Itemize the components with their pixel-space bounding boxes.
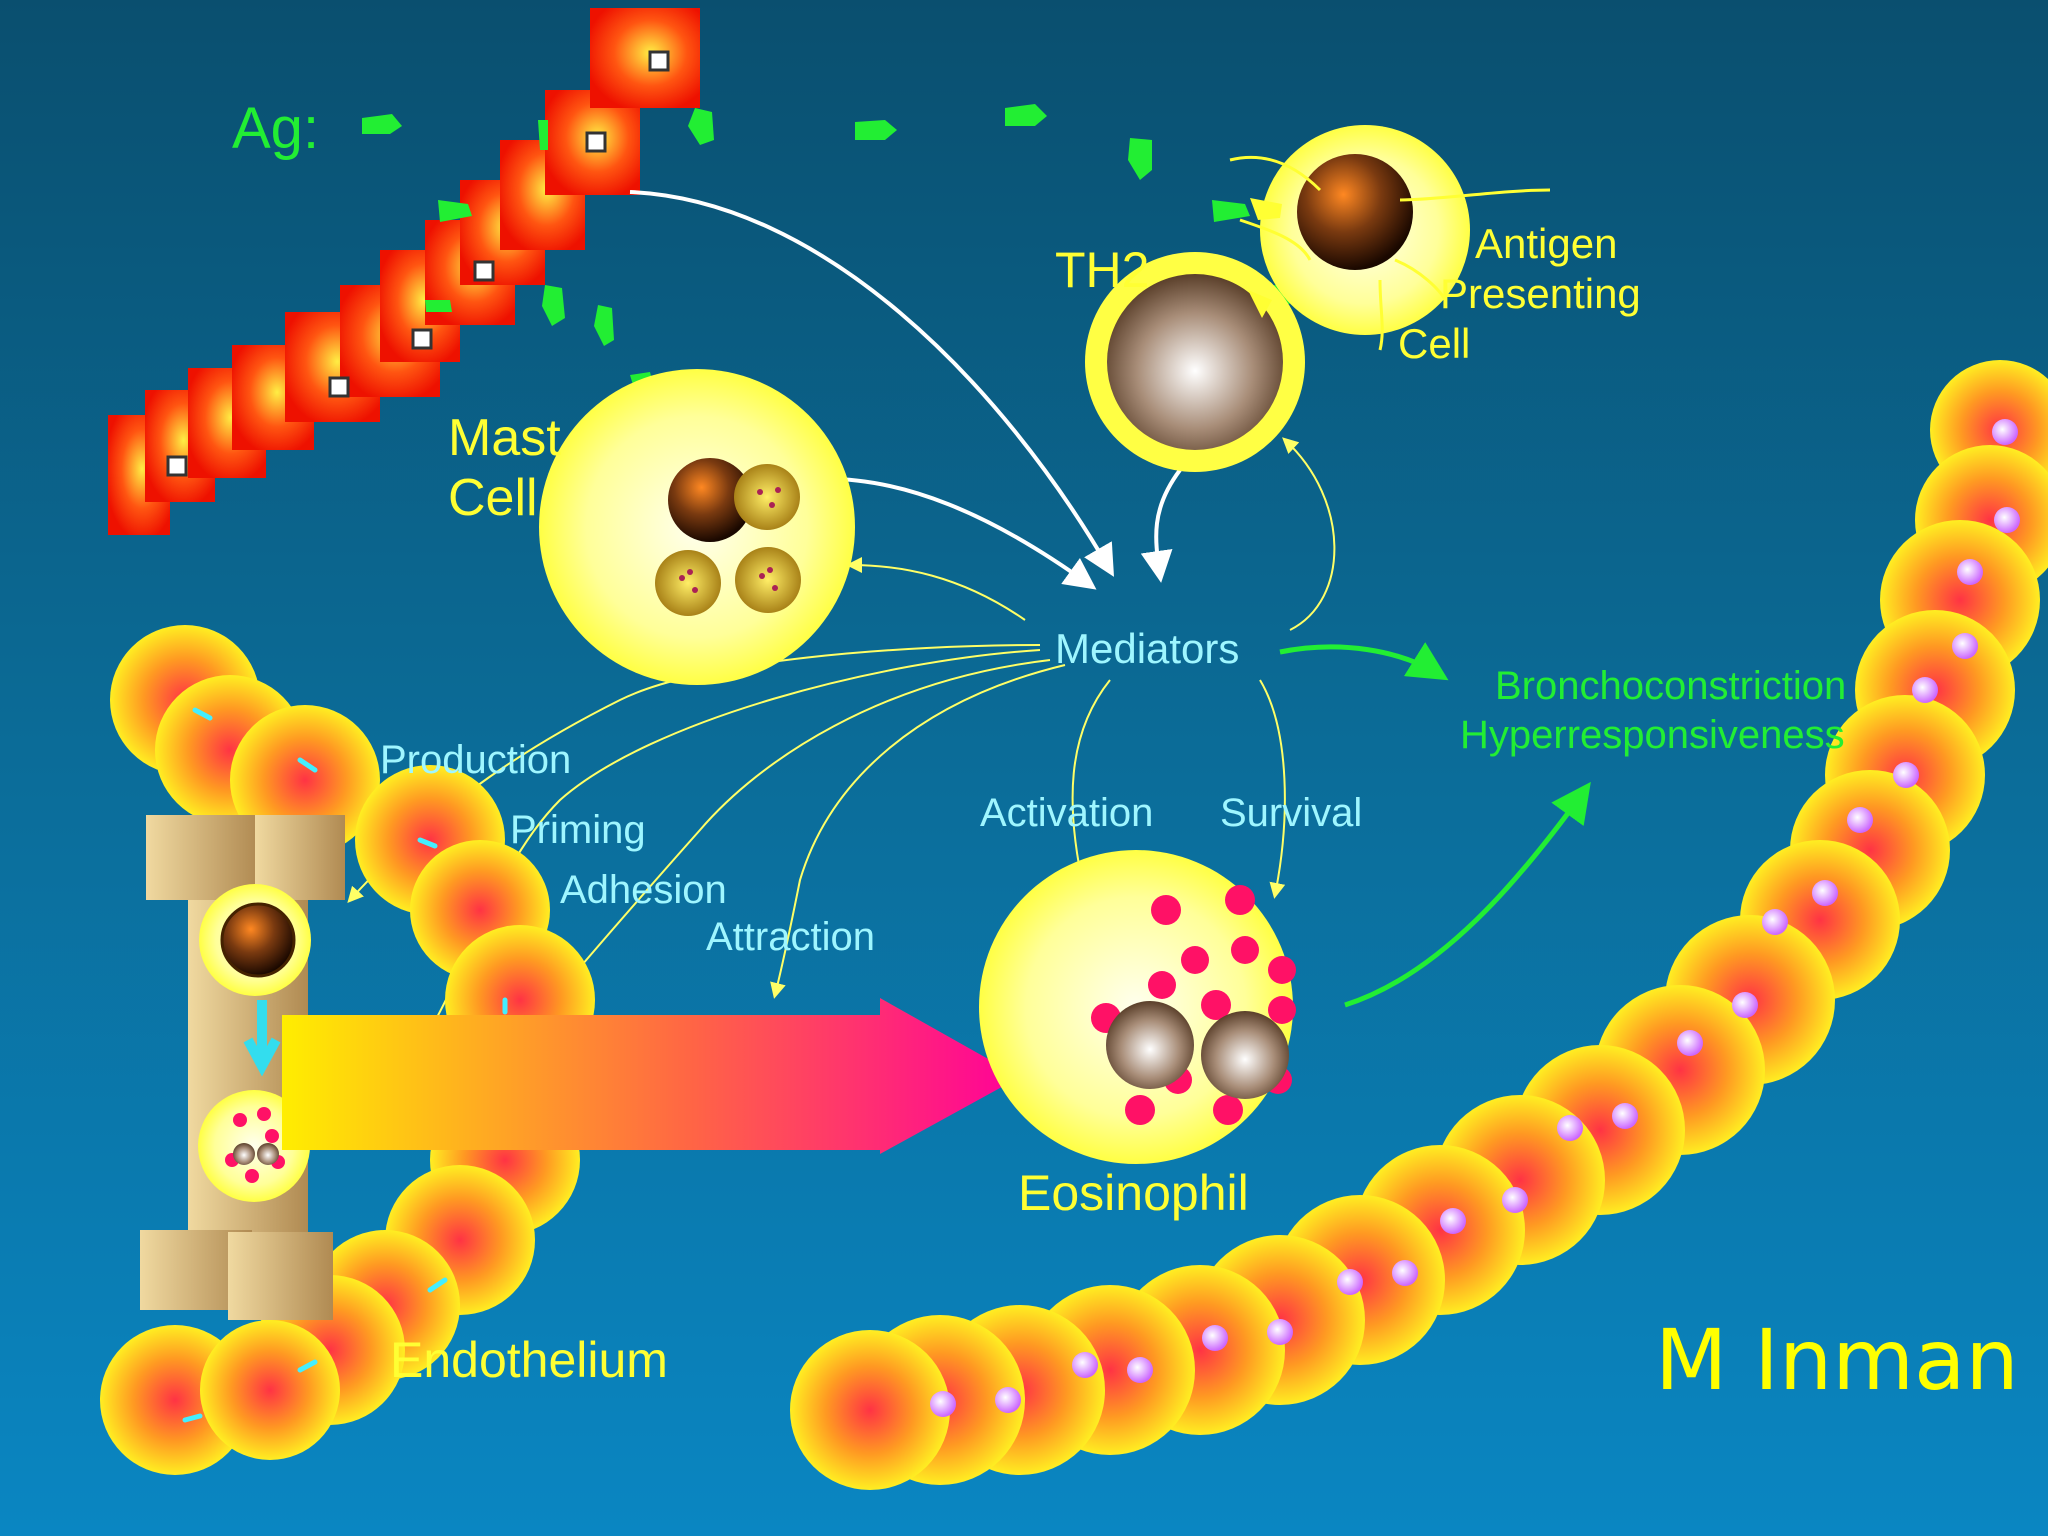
eosinophil xyxy=(979,850,1296,1164)
survival-label: Survival xyxy=(1220,791,1363,835)
apc-label-line1: Antigen xyxy=(1475,220,1618,267)
author-signature: M Inman xyxy=(1655,1311,2019,1409)
airway-smooth-muscle xyxy=(790,360,2048,1490)
apc-label-line3: Cell xyxy=(1398,320,1471,367)
mast-cell xyxy=(539,369,855,685)
apc-label-line2: Presenting xyxy=(1440,270,1641,317)
epithelium-layer xyxy=(108,8,700,535)
endothelium-label: Endothelium xyxy=(390,1332,668,1388)
activation-label: Activation xyxy=(980,791,1154,835)
antigen-label: Ag: xyxy=(232,96,320,161)
adhesion-label: Adhesion xyxy=(560,868,727,912)
priming-label: Priming xyxy=(510,808,646,852)
th2-cell xyxy=(1085,252,1305,472)
migration-arrow xyxy=(282,998,1020,1154)
green-arrows xyxy=(1279,642,1591,1008)
attraction-label: Attraction xyxy=(706,915,875,959)
production-label: Production xyxy=(380,738,572,782)
eosinophil-label: Eosinophil xyxy=(1018,1165,1249,1221)
mediators-label: Mediators xyxy=(1055,625,1240,672)
th2-label: TH2 xyxy=(1055,242,1150,298)
bronchoconstriction-label: Bronchoconstriction xyxy=(1495,664,1847,708)
mast-cell-label-line2: Cell xyxy=(448,469,538,527)
hyperresponsiveness-label: Hyperresponsiveness xyxy=(1460,713,1845,757)
mast-cell-label-line1: Mast xyxy=(448,409,561,467)
antigen-presenting-cell xyxy=(1229,125,1551,351)
